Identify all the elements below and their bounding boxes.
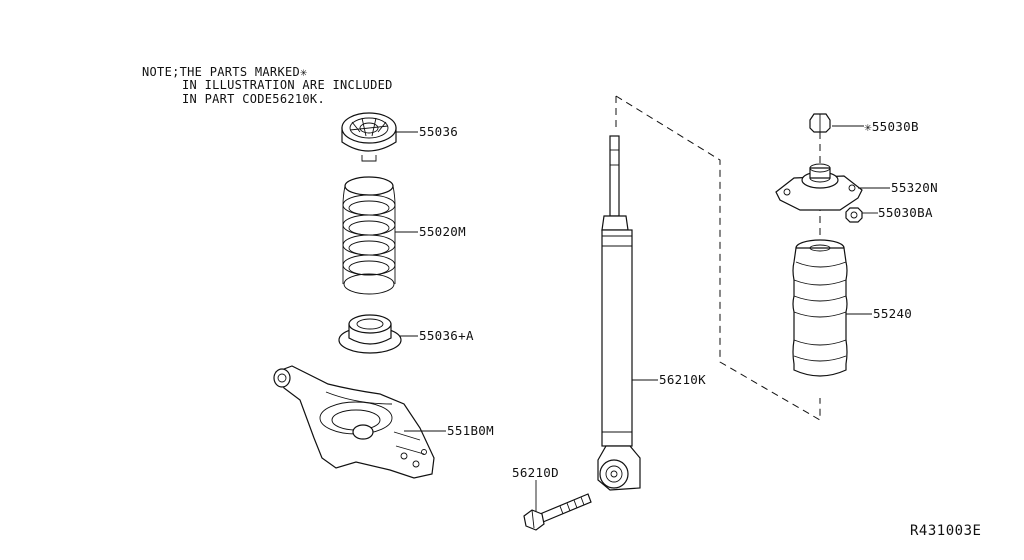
note-line-2: IN ILLUSTRATION ARE INCLUDED	[182, 78, 393, 92]
label-link: 551B0M	[447, 423, 494, 438]
label-top-nut: ✳55030B	[864, 119, 919, 134]
coil-spring[interactable]	[342, 176, 396, 295]
label-bumper: 55240	[873, 306, 912, 321]
label-lower-seat: 55036+A	[419, 328, 474, 343]
lower-link-arm[interactable]	[273, 365, 435, 479]
diagram-code: R431003E	[910, 523, 981, 539]
small-nut[interactable]	[845, 207, 863, 223]
mounting-bolt[interactable]	[523, 493, 592, 531]
label-absorber: 56210K	[659, 372, 706, 387]
lower-spring-seat[interactable]	[338, 314, 402, 354]
bound-bumper[interactable]	[792, 239, 848, 377]
strut-mount[interactable]	[775, 163, 863, 211]
label-mount: 55320N	[891, 180, 938, 195]
upper-spring-seat[interactable]	[341, 112, 397, 162]
assembly-dashed-outline	[615, 95, 821, 421]
shock-absorber[interactable]	[597, 135, 641, 491]
note-line-3: IN PART CODE56210K.	[182, 92, 325, 106]
top-nut[interactable]	[809, 113, 831, 133]
label-upper-seat: 55036	[419, 124, 458, 139]
label-spring: 55020M	[419, 224, 466, 239]
label-bolt: 56210D	[512, 465, 559, 480]
label-small-nut: 55030BA	[878, 205, 933, 220]
note-line-1: NOTE;THE PARTS MARKED✳	[142, 65, 308, 79]
